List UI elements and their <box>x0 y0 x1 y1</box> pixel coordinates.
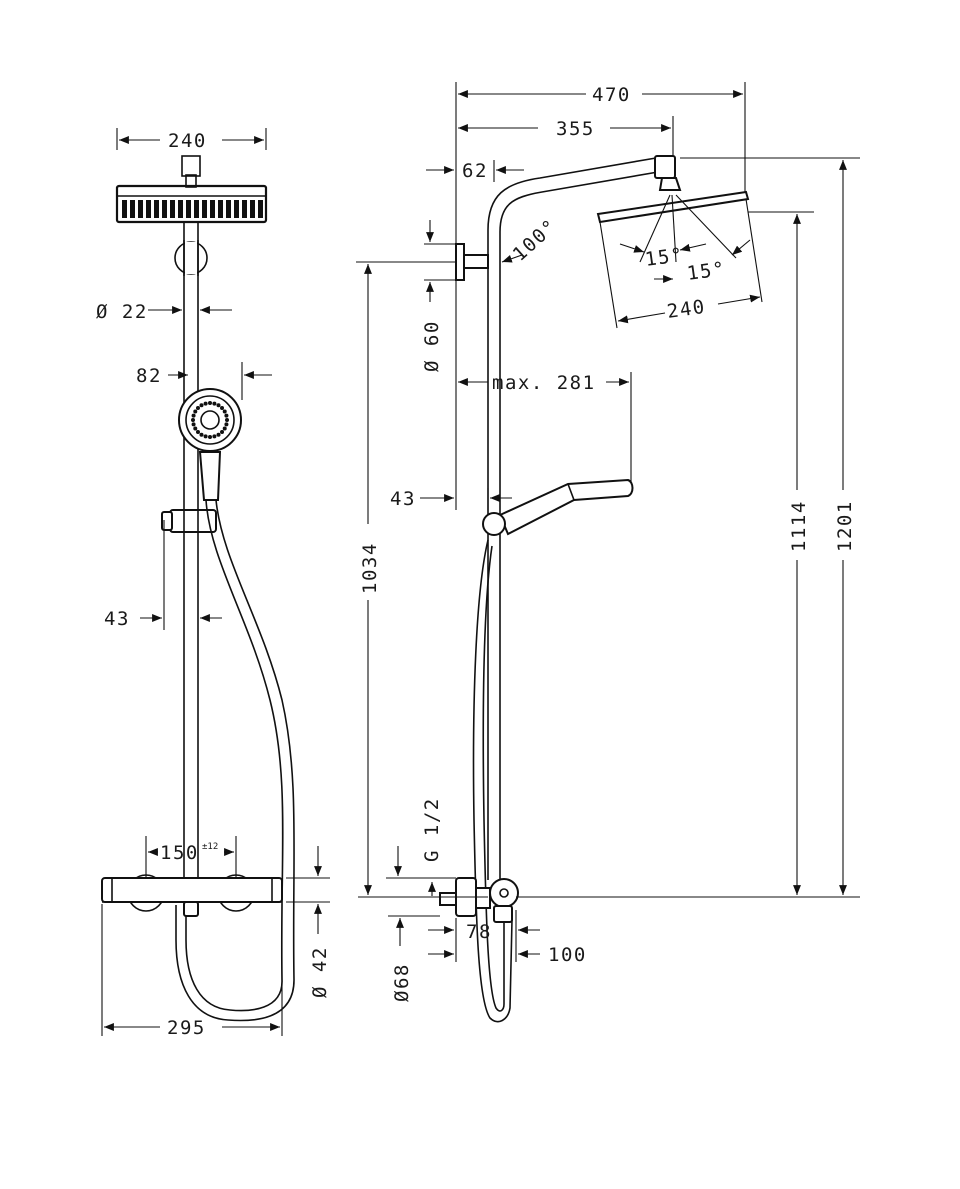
side-bar-offset-label: 43 <box>390 488 416 510</box>
spray-hole <box>224 422 229 427</box>
spray-hole <box>216 403 221 408</box>
spray-hole <box>220 405 225 410</box>
spray-hole <box>203 434 208 439</box>
nozzle <box>138 200 143 218</box>
spray-hole <box>208 435 212 439</box>
nozzle <box>154 200 159 218</box>
spray-hole <box>212 401 217 406</box>
side-reach-total-label: 470 <box>592 84 631 106</box>
spray-hole <box>199 432 204 437</box>
side-hose-outer <box>472 539 513 1023</box>
spray-hole <box>224 413 229 418</box>
side-reach-arm-label: 355 <box>556 118 595 140</box>
side-rose-diameter-label: Ø68 <box>391 963 413 1002</box>
hand-shower-front <box>178 388 242 501</box>
thermostat-front <box>101 874 283 917</box>
side-height-total-label: 1201 <box>834 500 856 552</box>
nozzle <box>122 200 127 218</box>
side-head-width-label: 240 <box>666 296 708 323</box>
nozzle <box>170 200 175 218</box>
head-connector <box>181 155 201 177</box>
spray-hole <box>208 401 212 405</box>
spray-hole <box>225 418 229 422</box>
nozzle <box>234 200 239 218</box>
spray-hole <box>199 403 204 408</box>
side-connector-depth-label: 78 <box>466 921 492 943</box>
dim-line <box>617 312 666 324</box>
side-tilt-angle-b-label: 15° <box>686 258 728 285</box>
hose-outer <box>185 499 284 1012</box>
bracket-arm <box>463 254 489 269</box>
front-total-width-label: 295 <box>167 1017 206 1039</box>
spray-hole <box>195 430 200 435</box>
side-height-head-label: 1114 <box>788 500 810 552</box>
nozzle <box>178 200 183 218</box>
front-view: 240 Ø 22 82 <box>96 128 331 1039</box>
spray-hole <box>191 418 195 422</box>
wall-bracket-side <box>455 243 465 281</box>
nozzle <box>202 200 207 218</box>
side-body-depth-label: 100 <box>548 944 587 966</box>
nozzle <box>210 200 215 218</box>
side-arm-offset-label: 62 <box>462 160 488 182</box>
side-height-bracket-label: 1034 <box>359 542 381 594</box>
hand-shower-side <box>482 478 634 536</box>
spray-hole <box>220 430 225 435</box>
nozzle <box>186 200 191 218</box>
spray-hole <box>222 426 227 431</box>
front-body-diameter-label: Ø 42 <box>309 946 331 998</box>
nozzle <box>130 200 135 218</box>
spray-hole <box>193 426 198 431</box>
spray-hole <box>195 405 200 410</box>
nozzle <box>242 200 247 218</box>
front-spacing-label: 150 <box>160 842 199 864</box>
front-handshower-offset-label: 82 <box>136 365 162 387</box>
side-hose-inner <box>482 545 505 1012</box>
side-arm-angle-label: 100° <box>509 215 562 266</box>
side-thread-label: G 1/2 <box>421 797 443 862</box>
front-head-width-label: 240 <box>168 130 207 152</box>
spray-hole <box>193 409 198 414</box>
side-pipe-inner <box>499 171 659 880</box>
spray-hole <box>222 409 227 414</box>
head-ball <box>658 177 682 191</box>
spray-hole <box>191 422 196 427</box>
front-spacing-tolerance: ±12 <box>202 842 218 852</box>
spray-hole <box>216 432 221 437</box>
dim-line <box>717 294 761 305</box>
front-bar-offset-label: 43 <box>104 608 130 630</box>
nozzle <box>258 200 263 218</box>
thermostat-side <box>439 877 519 923</box>
side-tilt-angle-a-label: 15° <box>644 244 686 271</box>
hose-inner <box>175 499 295 1022</box>
side-hand-max-label: max. 281 <box>492 372 596 394</box>
nozzle <box>146 200 151 218</box>
nozzle <box>226 200 231 218</box>
nozzle <box>250 200 255 218</box>
spray-hole <box>191 413 196 418</box>
nozzle <box>194 200 199 218</box>
front-pipe-diameter-label: Ø 22 <box>96 301 148 323</box>
spray-hole <box>203 401 208 406</box>
head-joint <box>654 155 676 179</box>
nozzle <box>162 200 167 218</box>
nozzle <box>218 200 223 218</box>
side-bracket-diameter-label: Ø 60 <box>421 320 443 372</box>
spray-hole <box>212 434 217 439</box>
overhead-shower-front <box>115 184 268 224</box>
side-view: 470 355 62 15° 15° 24 <box>356 82 860 1023</box>
side-pipe-outer <box>487 157 657 880</box>
